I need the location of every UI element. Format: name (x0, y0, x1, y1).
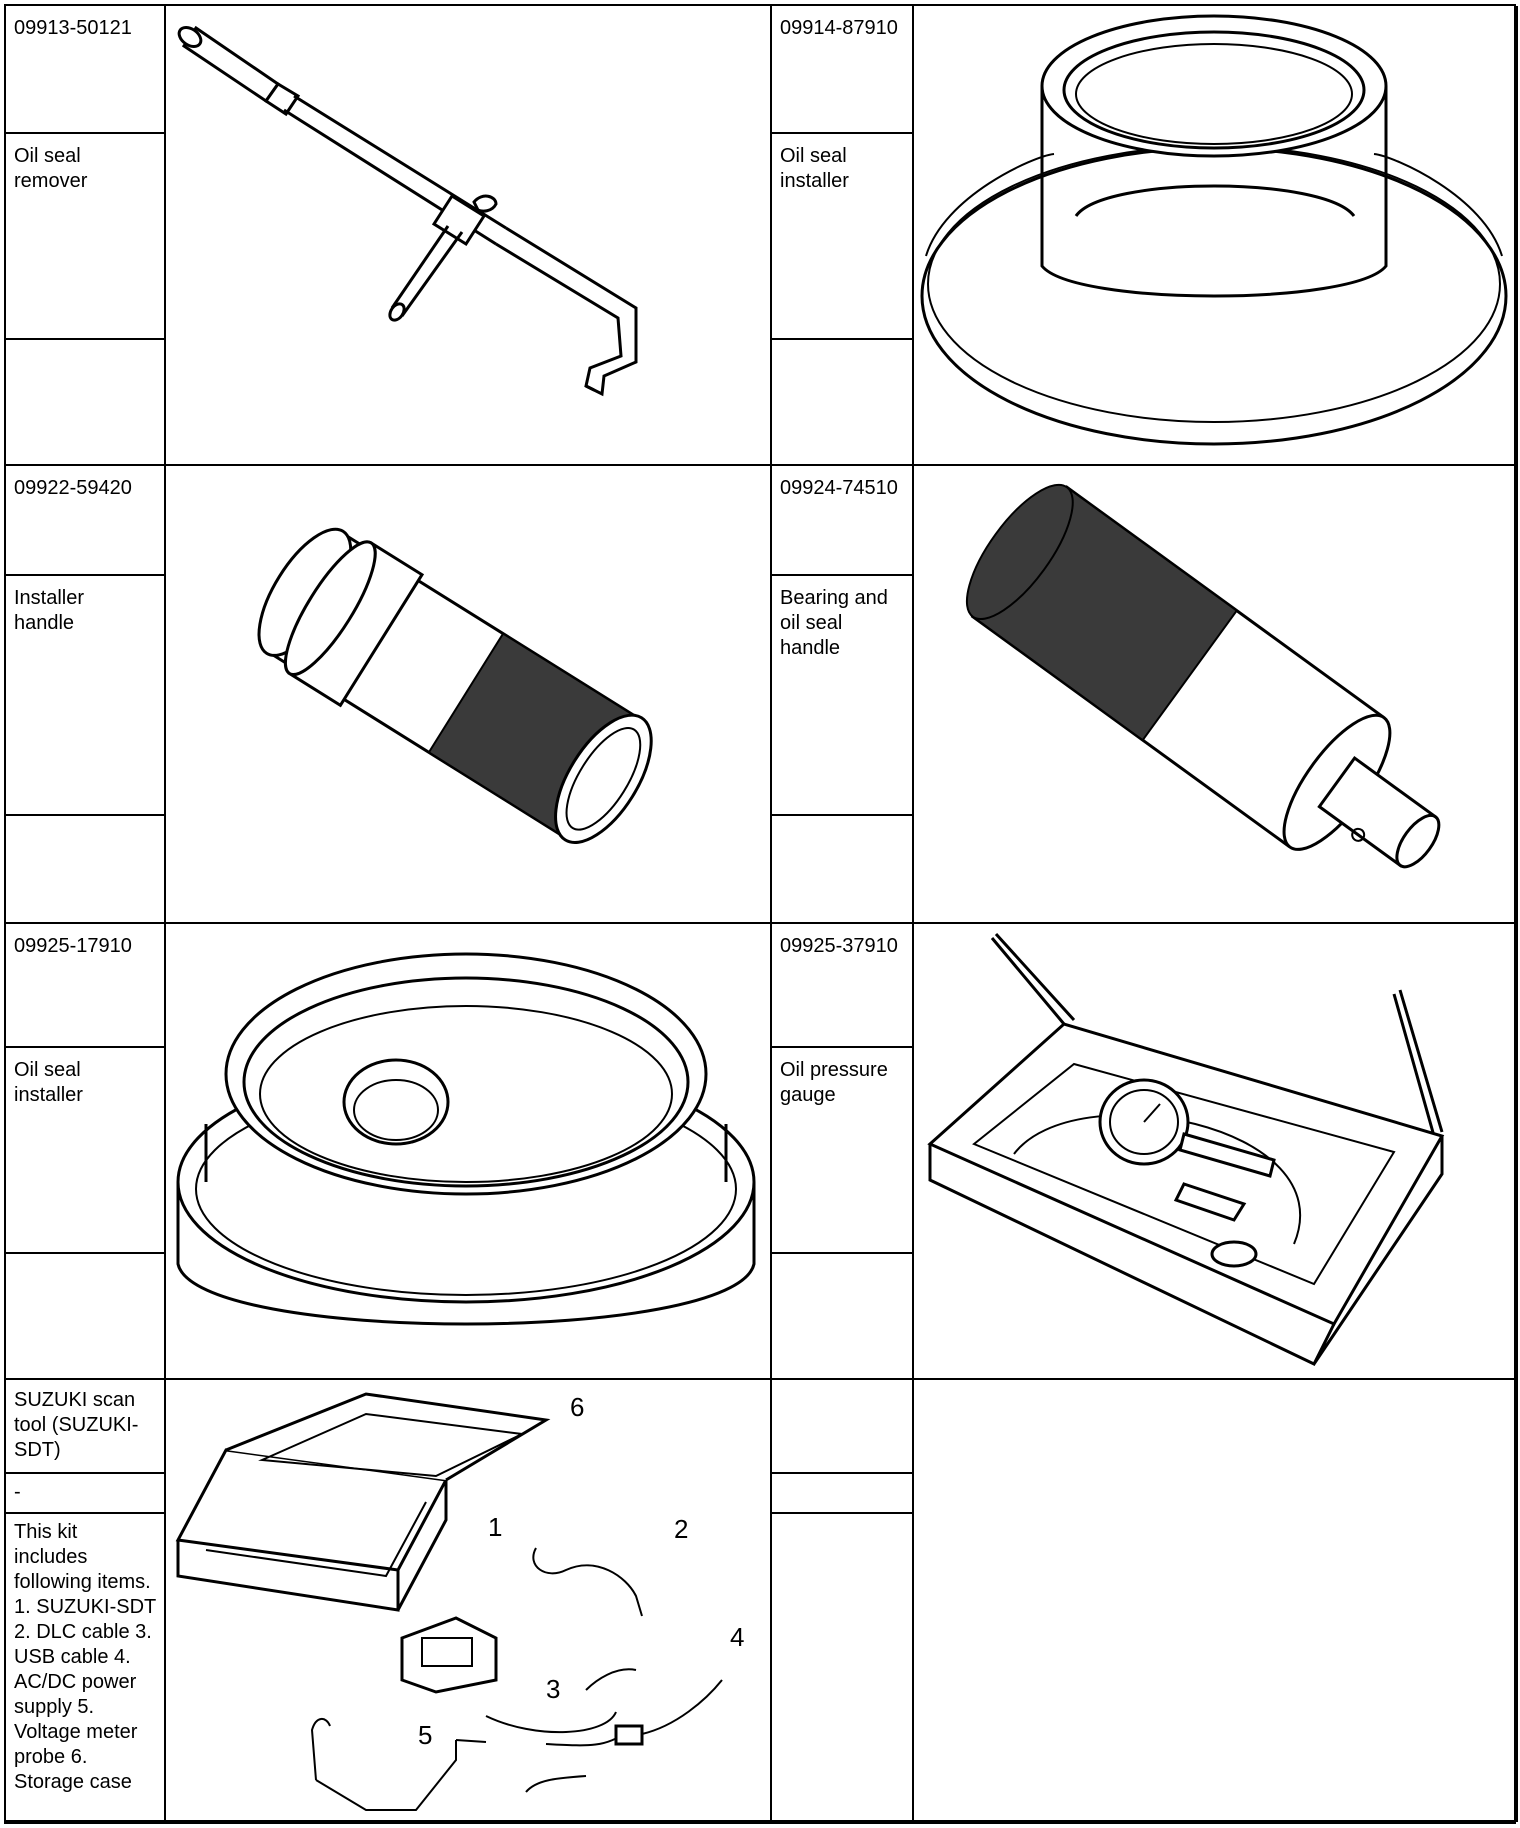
callout-number: 3 (546, 1674, 560, 1704)
suzuki-scan-tool-kit-drawing (175, 1392, 723, 1811)
tool-name: Installer handle (14, 587, 85, 634)
empty-picture-cell (914, 1380, 1518, 1822)
tool-part-number-cell: 09924-74510 (772, 466, 914, 576)
tool-note-cell (772, 1514, 914, 1822)
tool-name-cell: Oil seal installer (772, 134, 914, 340)
oil-pressure-gauge-drawing (927, 932, 1445, 1366)
tool-name-cell: Oil pressure gauge (772, 1048, 914, 1254)
tool-name: Oil pressure gauge (780, 1059, 888, 1106)
tool-name-cell: Bearing and oil seal handle (772, 576, 914, 816)
tool-part-number: 09913-50121 (14, 17, 132, 39)
tool-note-cell (772, 1254, 914, 1380)
tool-part-number: 09914-87910 (780, 17, 898, 39)
tool-name: Bearing and oil seal handle (780, 587, 888, 659)
tool-name: - (14, 1481, 21, 1503)
oil-seal-installer-picture (166, 924, 772, 1380)
oil-seal-installer-picture (914, 6, 1518, 466)
bearing-oil-seal-handle-picture (914, 466, 1518, 924)
bearing-oil-seal-handle-drawing (965, 483, 1441, 869)
tool-part-number: 09925-17910 (14, 935, 132, 957)
oil-seal-installer-drawing (920, 14, 1508, 446)
callout-number: 5 (418, 1720, 432, 1750)
callout-number: 1 (488, 1512, 502, 1542)
tool-part-number-cell: 09914-87910 (772, 6, 914, 134)
tool-name: Oil seal installer (780, 145, 849, 192)
oil-seal-remover-picture (166, 6, 772, 466)
tool-part-number-cell: 09925-17910 (6, 924, 166, 1048)
tool-name-cell: Oil seal remover (6, 134, 166, 340)
oil-pressure-gauge-picture (914, 924, 1518, 1380)
tool-part-number: 09922-59420 (14, 477, 132, 499)
callout-number: 2 (674, 1514, 688, 1544)
tool-note-cell (6, 816, 166, 924)
tool-part-number-cell (772, 1380, 914, 1474)
tool-name: Oil seal remover (14, 145, 88, 192)
suzuki-scan-tool-kit-picture: 1 2 3 4 5 6 (166, 1380, 772, 1822)
tool-part-number: 09924-74510 (780, 477, 898, 499)
tool-name-cell: Oil seal installer (6, 1048, 166, 1254)
special-tools-table: 09913-50121 Oil seal remover 09914-8791 (4, 4, 1518, 1824)
tool-note-cell: This kit includes following items. 1. SU… (6, 1514, 166, 1822)
oil-seal-remover-drawing (177, 25, 638, 397)
tool-part-number: SUZUKI scan tool (SUZUKI-SDT) (14, 1389, 139, 1461)
tool-note-cell (772, 340, 914, 466)
tool-kit-contents: This kit includes following items. 1. SU… (14, 1521, 156, 1793)
tool-name-cell (772, 1474, 914, 1514)
tool-note-cell (6, 1254, 166, 1380)
callout-number: 4 (730, 1622, 744, 1652)
tool-part-number-cell: SUZUKI scan tool (SUZUKI-SDT) (6, 1380, 166, 1474)
callout-number: 6 (570, 1392, 584, 1422)
tool-note-cell (6, 340, 166, 466)
kit-callouts: 1 2 3 4 5 6 (418, 1392, 744, 1750)
tool-part-number-cell: 09922-59420 (6, 466, 166, 576)
tool-part-number: 09925-37910 (780, 935, 898, 957)
tool-name-cell: - (6, 1474, 166, 1514)
installer-handle-drawing (257, 527, 653, 845)
tool-part-number-cell: 09925-37910 (772, 924, 914, 1048)
tool-name: Oil seal installer (14, 1059, 83, 1106)
installer-handle-picture (166, 466, 772, 924)
tool-name-cell: Installer handle (6, 576, 166, 816)
tool-part-number-cell: 09913-50121 (6, 6, 166, 134)
oil-seal-installer-2-drawing (176, 952, 756, 1326)
tool-note-cell (772, 816, 914, 924)
